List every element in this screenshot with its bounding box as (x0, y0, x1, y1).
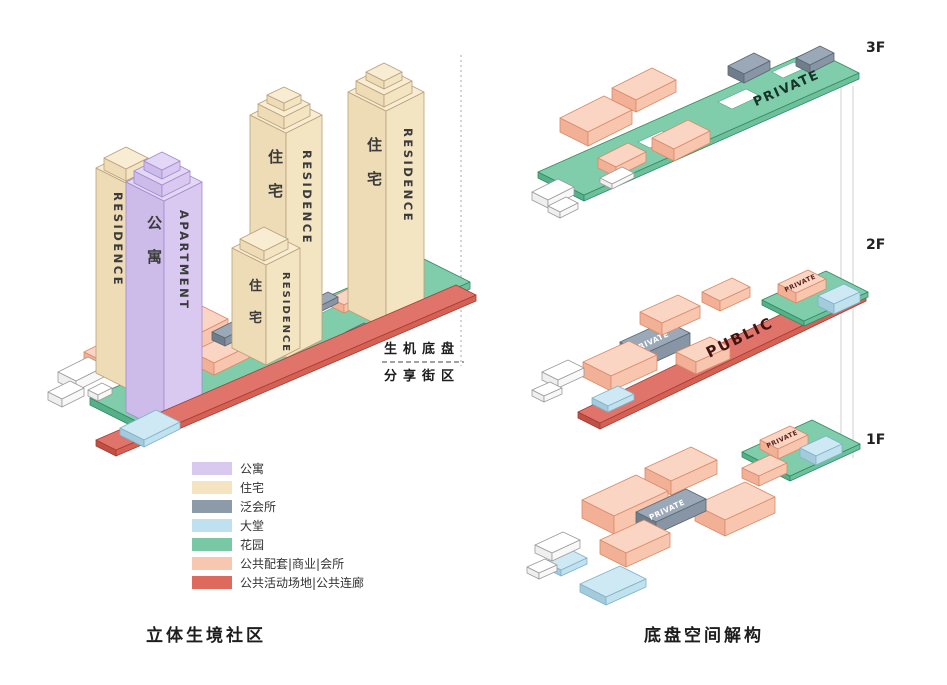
tower-label-apartment-cn-1: 公 (147, 214, 162, 232)
legend-label-garden: 花园 (240, 537, 264, 552)
public-corridor (95, 284, 477, 457)
floor-1f-lobby-block (799, 435, 843, 466)
tower-label-apartment-en: APARTMENT (177, 210, 191, 311)
legend-swatch-public-activity (192, 576, 232, 589)
tower-label-residence-cn-2: 宅 (367, 170, 382, 188)
floor-3f-amenity-block (651, 119, 711, 162)
tower-residence-right: 住 宅 RESIDENCE (347, 62, 425, 330)
floor-2f-amenity-block (582, 340, 658, 392)
floor-2f-private-block (777, 269, 827, 304)
floor-1f-amenity-block (644, 446, 718, 496)
floor-2f-amenity-block (675, 336, 731, 375)
legend-swatch-clubhouse (192, 500, 232, 513)
floor-3f-amenity-block (559, 95, 633, 147)
legend-label-clubhouse: 泛会所 (240, 500, 276, 514)
legend-label-apartment: 公寓 (240, 461, 264, 476)
tower-label-residence-en: RESIDENCE (300, 150, 314, 245)
floor-label-2f: 2F (866, 237, 885, 253)
legend-swatch-apartment (192, 462, 232, 475)
floor-2f-context-block (531, 381, 563, 403)
lobby-slab (119, 409, 181, 448)
legend-swatch-garden (192, 538, 232, 551)
floor-2f-amenity-block (639, 294, 701, 336)
legend-swatch-residence (192, 481, 232, 494)
annotation-line1: 生机底盘 (384, 341, 460, 357)
legend-swatch-public-amenity (192, 557, 232, 570)
floor-1f-amenity-block (599, 519, 671, 568)
floor-3f-clubhouse-block (727, 52, 771, 84)
floor-1f-lobby-slab (579, 565, 647, 606)
tower-label-residence-en: RESIDENCE (280, 272, 291, 353)
legend-label-lobby: 大堂 (240, 519, 264, 533)
floor-1f-context-block (526, 558, 558, 580)
floor-2f-lobby-slab (591, 385, 635, 413)
floor-label-3f: 3F (866, 40, 885, 56)
left-scene: RESIDENCE 公 寓 APARTMENT 住 (47, 55, 477, 646)
floor-2f-amenity-block (701, 277, 751, 312)
tower-label-residence-cn-1: 住 (249, 278, 262, 294)
legend-label-residence: 住宅 (240, 480, 264, 495)
floor-3f-amenity-block (611, 67, 677, 113)
floor-1f-amenity-block (741, 454, 788, 487)
floor-label-1f: 1F (866, 432, 885, 448)
context-building (47, 380, 85, 408)
floor-1f: PRIVATE (526, 419, 885, 606)
right-scene-caption: 底盘空间解构 (644, 625, 764, 646)
legend-label-public-activity: 公共活动场地|公共连廊 (240, 575, 364, 590)
floor-3f-context-block (547, 196, 579, 219)
floor-3f: PRIVATE 3F (531, 40, 885, 219)
right-scene: PRIVATE 3F PRIVATE (526, 40, 885, 646)
floor-3f-pavilion-block (599, 166, 635, 190)
tower-label-residence-en: RESIDENCE (401, 128, 415, 223)
annotation-living-chassis: 生机底盘 分享街区 (382, 341, 464, 384)
legend-swatch-lobby (192, 519, 232, 532)
tower-label-residence-cn-1: 住 (268, 148, 283, 166)
floor-1f-private-block (759, 425, 809, 460)
legend: 公寓 住宅 泛会所 大堂 花园 公共配套|商业|会所 公共活动场地|公共连廊 (192, 461, 364, 590)
context-building (87, 382, 113, 402)
floor-1f-amenity-block (694, 481, 776, 537)
tower-label-residence-en: RESIDENCE (111, 192, 125, 287)
annotation-line2: 分享街区 (384, 368, 460, 384)
left-scene-caption: 立体生境社区 (146, 625, 266, 646)
tower-label-residence-cn-2: 宅 (268, 182, 283, 200)
floor-3f-hole (717, 88, 761, 110)
tower-label-residence-cn-2: 宅 (249, 310, 262, 326)
tower-residence-middle-front: 住 宅 RESIDENCE (231, 226, 301, 366)
floor-3f-clubhouse-block (795, 45, 835, 74)
floor-2f-lobby-block (817, 283, 861, 315)
floor-2f: PRIVATE PRIVATE (531, 237, 885, 430)
tower-label-residence-cn-1: 住 (367, 136, 382, 154)
tower-label-apartment-cn-2: 寓 (147, 248, 162, 266)
tower-apartment: 公 寓 APARTMENT (125, 151, 203, 432)
legend-label-public-amenity: 公共配套|商业|会所 (240, 556, 344, 571)
floor-1f-context-block (534, 531, 581, 562)
